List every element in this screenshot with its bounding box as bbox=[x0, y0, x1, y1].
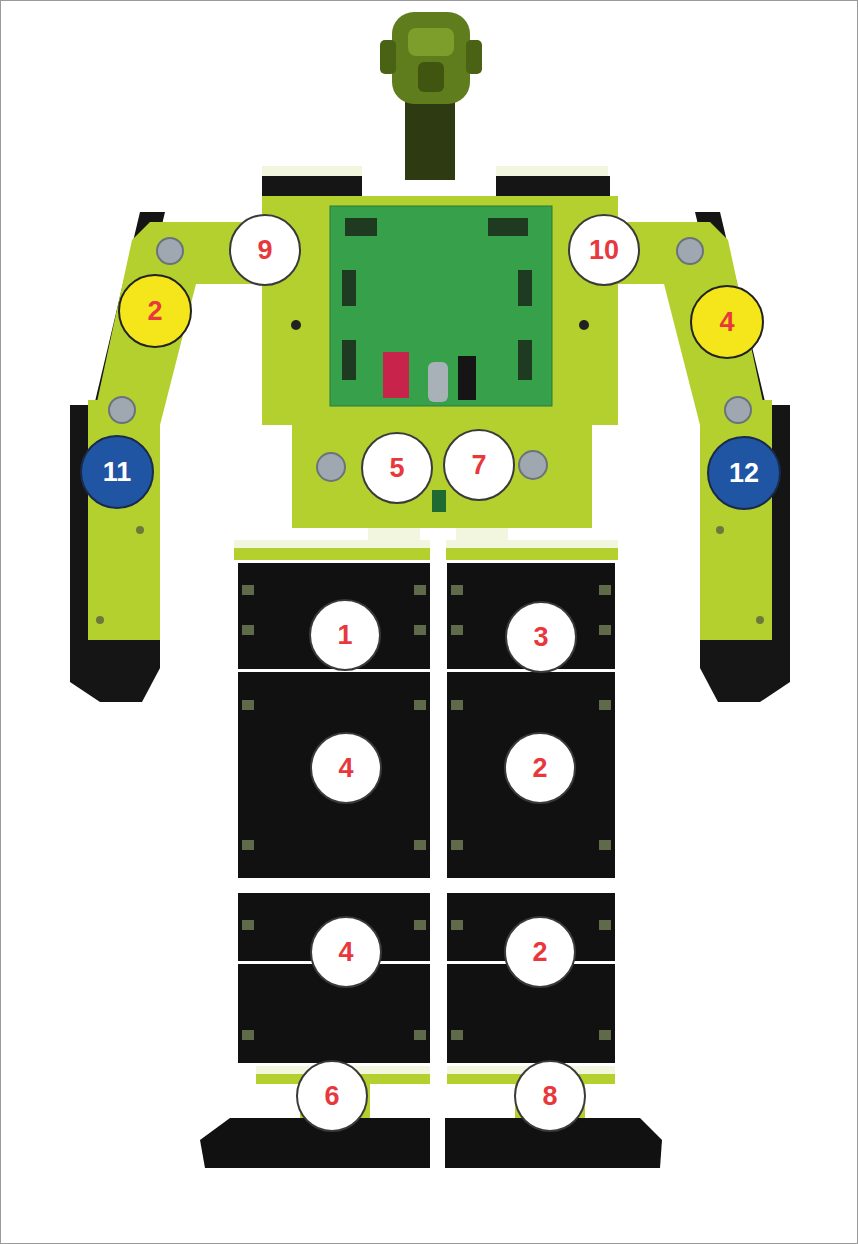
callout-circle: 5 bbox=[361, 432, 433, 504]
callout-number: 5 bbox=[389, 455, 404, 482]
callout-number: 10 bbox=[589, 237, 619, 264]
callout-circle: 6 bbox=[296, 1060, 368, 1132]
callout-number: 2 bbox=[532, 755, 547, 782]
servo-screws bbox=[242, 585, 611, 1040]
callout-number: 7 bbox=[471, 452, 486, 479]
callout-number: 2 bbox=[532, 939, 547, 966]
callout-number: 12 bbox=[729, 460, 759, 487]
callout-number: 4 bbox=[338, 939, 353, 966]
callout-circle: 2 bbox=[118, 274, 192, 348]
callout-number: 4 bbox=[338, 755, 353, 782]
callout-number: 1 bbox=[337, 622, 352, 649]
callout-circle: 2 bbox=[504, 916, 576, 988]
callout-circle: 9 bbox=[229, 214, 301, 286]
callout-circle: 12 bbox=[707, 436, 781, 510]
callout-number: 8 bbox=[542, 1083, 557, 1110]
callout-number: 3 bbox=[533, 624, 548, 651]
left-arm bbox=[70, 212, 262, 702]
feet bbox=[200, 1066, 662, 1168]
hip-bars bbox=[234, 540, 618, 560]
callout-number: 11 bbox=[103, 459, 132, 486]
callout-circle: 7 bbox=[443, 429, 515, 501]
robot-head bbox=[380, 12, 482, 180]
torso-plate bbox=[262, 196, 618, 542]
callout-circle: 3 bbox=[505, 601, 577, 673]
callout-number: 6 bbox=[324, 1083, 339, 1110]
leg-servos bbox=[238, 563, 615, 1063]
callout-circle: 2 bbox=[504, 732, 576, 804]
callout-number: 9 bbox=[257, 237, 272, 264]
callout-circle: 4 bbox=[310, 732, 382, 804]
callout-number: 4 bbox=[719, 309, 734, 336]
callout-number: 2 bbox=[147, 298, 162, 325]
callout-circle: 10 bbox=[568, 214, 640, 286]
callout-circle: 8 bbox=[514, 1060, 586, 1132]
callout-circle: 4 bbox=[690, 285, 764, 359]
callout-circle: 11 bbox=[80, 435, 154, 509]
callout-circle: 4 bbox=[310, 916, 382, 988]
right-arm bbox=[598, 212, 790, 702]
callout-circle: 1 bbox=[309, 599, 381, 671]
